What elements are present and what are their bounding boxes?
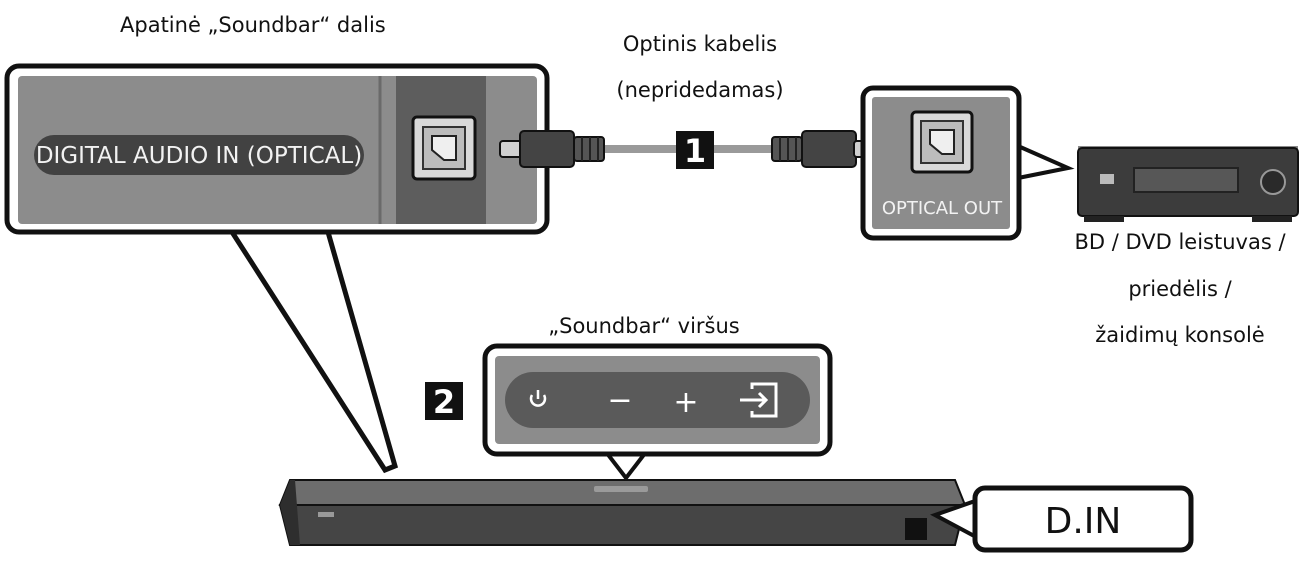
step-1-badge bbox=[676, 131, 714, 169]
label-not-included: (nepridedamas) bbox=[616, 78, 783, 102]
label-device-line2: priedėlis / bbox=[1128, 277, 1232, 301]
soundbar-logo bbox=[318, 512, 334, 517]
soundbar-top-buttons bbox=[594, 486, 648, 492]
power-icon bbox=[529, 390, 547, 407]
callout-pointer bbox=[227, 229, 399, 474]
player-led bbox=[1100, 174, 1114, 184]
minus-icon: − bbox=[607, 383, 632, 418]
optical-cable: 1 bbox=[499, 130, 877, 170]
label-soundbar-bottom: Apatinė „Soundbar“ dalis bbox=[120, 13, 386, 37]
soundbar-top-face bbox=[278, 479, 967, 506]
plus-icon: + bbox=[673, 385, 698, 420]
input-source-icon bbox=[740, 382, 778, 418]
soundbar-left-end bbox=[280, 480, 300, 545]
label-soundbar-top: „Soundbar“ viršus bbox=[548, 314, 739, 338]
label-device-line1: BD / DVD leistuvas / bbox=[1074, 230, 1286, 254]
display-callout: D.IN bbox=[930, 485, 1194, 553]
soundbar-bottom-callout: DIGITAL AUDIO IN (OPTICAL) bbox=[4, 63, 550, 474]
optical-out-callout: OPTICAL OUT bbox=[860, 85, 1075, 241]
label-optical-cable: Optinis kabelis bbox=[623, 32, 777, 56]
soundbar bbox=[278, 479, 967, 546]
optical-port-icon bbox=[910, 110, 974, 174]
display-readout: D.IN bbox=[1045, 501, 1122, 542]
control-strip bbox=[505, 372, 810, 428]
port-label-digital-in: DIGITAL AUDIO IN (OPTICAL) bbox=[36, 143, 362, 169]
port-label-pill bbox=[34, 135, 364, 175]
port-label-optical-out: OPTICAL OUT bbox=[882, 198, 1003, 219]
step-2-number: 2 bbox=[433, 383, 455, 421]
callout-pointer-right bbox=[1016, 142, 1075, 181]
soundbar-display bbox=[905, 518, 927, 540]
label-device-line3: žaidimų konsolė bbox=[1095, 323, 1264, 347]
soundbar-front-face bbox=[278, 504, 967, 546]
soundbar-top-callout: − + 2 bbox=[425, 343, 833, 482]
player-device bbox=[1077, 146, 1299, 222]
step-1-number: 1 bbox=[684, 132, 706, 170]
disc-tray bbox=[1133, 167, 1239, 193]
step-2-badge bbox=[425, 382, 463, 420]
optical-port-icon bbox=[411, 115, 477, 181]
player-knob bbox=[1260, 169, 1286, 195]
optical-plug-icon bbox=[499, 130, 605, 168]
optical-plug-icon bbox=[771, 130, 877, 168]
display-callout-frame bbox=[972, 485, 1194, 553]
